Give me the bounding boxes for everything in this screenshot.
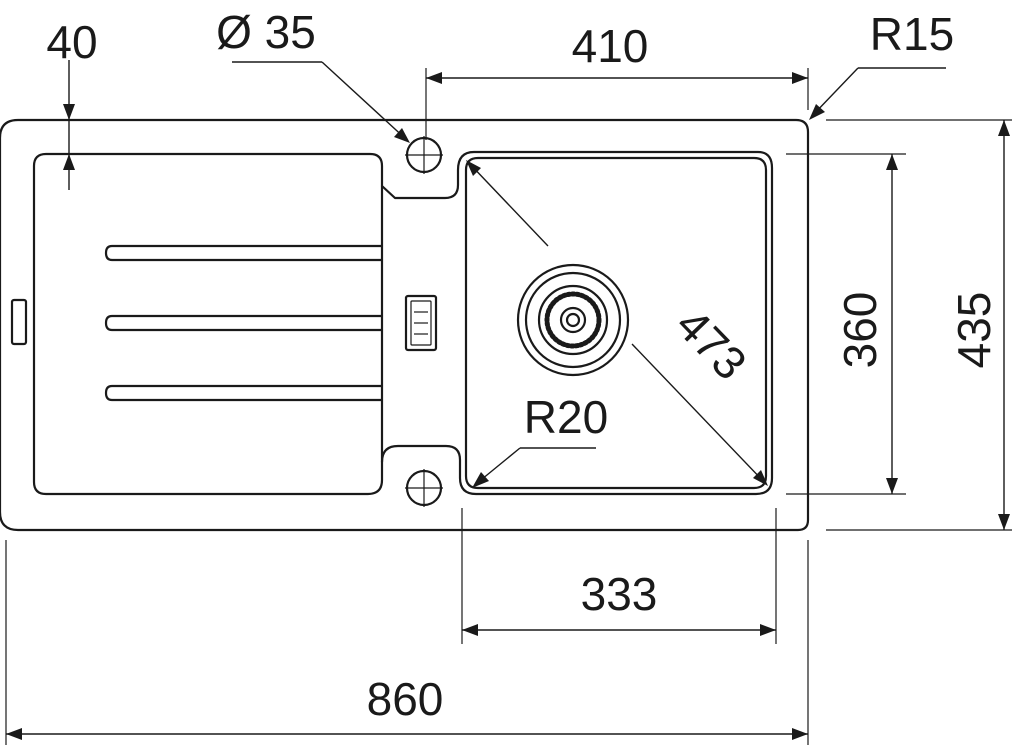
bowl-corner-radius-label: R20 (524, 391, 608, 443)
bowl-diagonal-label: 473 (666, 298, 757, 389)
outer-corner-radius-label: R15 (870, 8, 954, 60)
sink-outer-outline (0, 118, 810, 532)
dimension-bowl-corner-radius: R20 (472, 391, 608, 488)
dimension-bowl-depth: 360 (786, 153, 906, 495)
drainer-rib-2 (104, 314, 384, 332)
dimension-tap-hole-diameter: Ø 35 (216, 6, 410, 143)
strainer-icon (516, 263, 630, 377)
bowl-inner-outline (464, 156, 768, 490)
overflow-icon (10, 298, 28, 346)
dimension-bowl-outer-width: 410 (425, 20, 809, 140)
dimension-bowl-inner-width: 333 (461, 508, 777, 644)
dimension-overall-depth: 435 (826, 119, 1012, 531)
drainer-offset-label: 40 (46, 16, 97, 68)
tap-hole-icon (405, 136, 443, 174)
overall-width-label: 860 (367, 673, 444, 725)
sink-body (0, 118, 810, 532)
drainer-rib-3 (104, 384, 384, 402)
drainer-rib-1 (104, 244, 384, 262)
bowl-inner-width-label: 333 (581, 568, 658, 620)
dimension-outer-corner-radius: R15 (809, 8, 954, 120)
bowl-outer-width-label: 410 (572, 20, 649, 72)
dimension-bowl-diagonal: 473 (466, 160, 768, 486)
bowl-depth-label: 360 (834, 292, 886, 369)
overall-depth-label: 435 (948, 292, 1000, 369)
dimension-drainer-offset: 40 (46, 16, 98, 190)
dimension-overall-width: 860 (5, 540, 809, 745)
tap-hole-diameter-label: Ø 35 (216, 6, 316, 58)
drainer-board (32, 150, 774, 496)
logo-plate-icon (404, 294, 438, 352)
tap-hole-icon (405, 469, 443, 507)
